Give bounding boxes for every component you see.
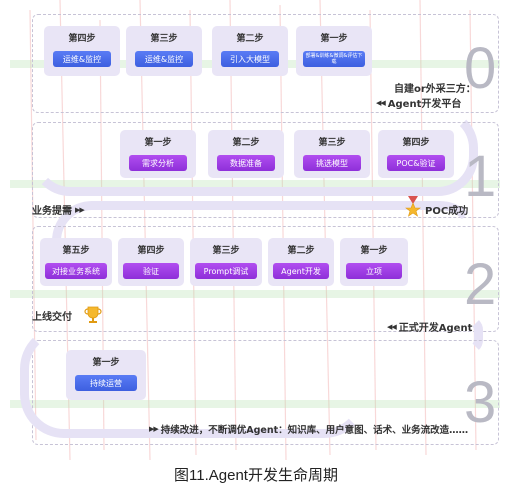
step-label: 第一步: [360, 246, 388, 256]
left-arrows-icon: ◀◀: [376, 98, 386, 107]
right-arrows-icon: ▶▶: [75, 205, 85, 214]
stage-2-left-text: 上线交付: [32, 312, 72, 323]
action-button[interactable]: 部署&训练&微调&评估下载: [303, 51, 365, 67]
action-button[interactable]: 运维&监控: [135, 51, 193, 67]
step-label: 第五步: [62, 246, 90, 256]
step-label: 第一步: [144, 138, 172, 148]
track-2-3: [40, 316, 483, 354]
step-label: 第三步: [150, 34, 178, 44]
stage-0-card-3: 第二步 引入大模型: [212, 26, 288, 76]
step-label: 第二步: [287, 246, 315, 256]
action-button[interactable]: Agent开发: [273, 263, 329, 279]
stage-1-left-text: 业务提需: [32, 206, 72, 217]
stage-0-note: 自建or外采三方：: [394, 80, 476, 95]
right-arrows-icon: ▶▶: [149, 425, 159, 433]
stage-2-box: [32, 226, 499, 332]
stage-2-card-4: 第四步 验证: [118, 238, 184, 286]
stage-3-box: [32, 340, 499, 445]
stage-2-left-label: 上线交付: [32, 308, 72, 323]
action-button[interactable]: 挑选模型: [303, 155, 361, 171]
stage-2-card-5: 第五步 对接业务系统: [40, 238, 112, 286]
stage-2-number: 2: [464, 252, 497, 317]
stage-3-bottom-text: 持续改进，不断调优Agent：知识库、用户意图、话术、业务流改造……: [160, 425, 469, 436]
step-label: 第一步: [320, 34, 348, 44]
stage-0-box: [32, 14, 499, 113]
stage-1-box: [32, 122, 499, 218]
stage-2-card-2: 第二步 Agent开发: [268, 238, 334, 286]
stage-3-bottom-label: ▶▶ 持续改进，不断调优Agent：知识库、用户意图、话术、业务流改造……: [146, 422, 468, 436]
stage-0-number: 0: [464, 36, 497, 101]
star-medal-icon: [405, 196, 421, 217]
action-button[interactable]: POC&验证: [387, 155, 445, 171]
stage-1-card-3: 第三步 挑选模型: [294, 130, 370, 178]
stage-1-card-4: 第四步 POC&验证: [378, 130, 454, 178]
step-label: 第四步: [137, 246, 165, 256]
figure-caption: 图11.Agent开发生命周期: [174, 467, 338, 484]
step-label: 第三步: [318, 138, 346, 148]
step-label: 第二步: [236, 34, 264, 44]
stage-2-right-label: ◀◀ 正式开发Agent: [384, 319, 473, 335]
stage-0-card-2: 第三步 运维&监控: [126, 26, 202, 76]
action-button[interactable]: 运维&监控: [53, 51, 111, 67]
track-0-1: [30, 108, 478, 196]
stage-0-platform-label: ◀◀ Agent开发平台: [373, 95, 462, 111]
action-button[interactable]: 引入大模型: [221, 51, 279, 67]
stage-3-card-1: 第一步 持续运营: [66, 350, 146, 400]
stage-3-number: 3: [464, 370, 497, 435]
stage-1-card-1: 第一步 需求分析: [120, 130, 196, 178]
action-button[interactable]: 对接业务系统: [45, 263, 107, 279]
stage-2-right-text: 正式开发Agent: [398, 323, 473, 334]
stage-2-card-1: 第一步 立项: [340, 238, 408, 286]
step-label: 第一步: [92, 358, 120, 368]
stage-1-right-label: POC成功: [425, 202, 468, 217]
action-button[interactable]: 持续运营: [75, 375, 137, 391]
stage-1-left-label: 业务提需 ▶▶: [32, 202, 87, 218]
action-button[interactable]: 立项: [346, 263, 402, 279]
stage-0-platform-text: Agent开发平台: [387, 99, 462, 110]
stage-1-number: 1: [464, 144, 497, 209]
stage-1-right-text: POC成功: [425, 206, 469, 217]
step-label: 第二步: [232, 138, 260, 148]
action-button[interactable]: 需求分析: [129, 155, 187, 171]
step-label: 第三步: [212, 246, 240, 256]
action-button[interactable]: 验证: [123, 263, 179, 279]
stage-2-card-3: 第三步 Prompt调试: [190, 238, 262, 286]
stage-0-card-1: 第四步 运维&监控: [44, 26, 120, 76]
stage-0-note-text: 自建or外采三方：: [394, 84, 476, 95]
stage-0-card-4: 第一步 部署&训练&微调&评估下载: [296, 26, 372, 76]
track-3: [20, 325, 368, 438]
step-label: 第四步: [402, 138, 430, 148]
left-arrows-icon: ◀◀: [387, 322, 397, 331]
action-button[interactable]: 数据准备: [217, 155, 275, 171]
action-button[interactable]: Prompt调试: [195, 263, 257, 279]
stage-1-card-2: 第二步 数据准备: [208, 130, 284, 178]
step-label: 第四步: [68, 34, 96, 44]
trophy-icon: [84, 306, 102, 323]
